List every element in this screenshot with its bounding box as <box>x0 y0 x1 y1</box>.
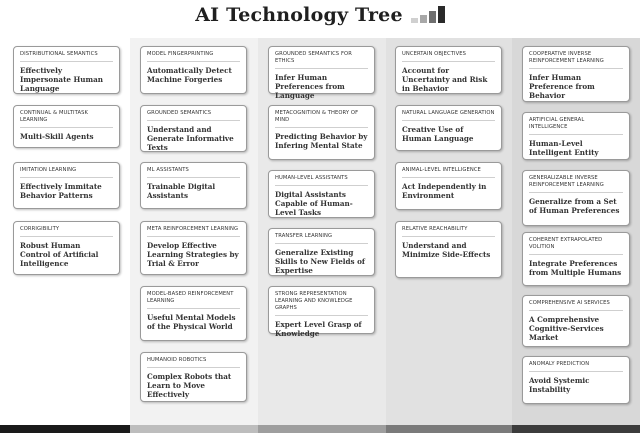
tech-description: Effectively Impersonate Human Language <box>20 66 103 93</box>
tech-description: Account for Uncertainty and Risk in Beha… <box>402 66 488 93</box>
tech-description: Effectively Immitate Behavior Patterns <box>20 182 102 200</box>
tech-card[interactable]: Anomaly PredictionAvoid Systemic Instabi… <box>522 356 630 404</box>
tech-description: Human-Level Intelligent Entity <box>529 139 599 157</box>
tech-card[interactable]: Coherent Extrapolated VolitionIntegrate … <box>522 232 630 286</box>
tech-card[interactable]: Artificial General IntelligenceHuman-Lev… <box>522 112 630 160</box>
column-footer-bar <box>512 425 640 433</box>
tech-description: Predicting Behavior by Infering Mental S… <box>275 132 368 150</box>
column-footer-bar <box>258 425 386 433</box>
tech-category: ML Assistants <box>147 167 240 178</box>
tech-description: Understand and Minimize Side-Effects <box>402 241 491 259</box>
tech-card[interactable]: Uncertain ObjectivesAccount for Uncertai… <box>395 46 502 94</box>
column-footer-bar <box>0 425 130 433</box>
tech-category: Uncertain Objectives <box>402 51 495 62</box>
tech-category: Humanoid Robotics <box>147 357 240 368</box>
tech-description: Trainable Digital Assistants <box>147 182 216 200</box>
tech-description: Creative Use of Human Language <box>402 125 474 143</box>
tech-category: Model-Based Reinforcement Learning <box>147 291 240 309</box>
bar-chart-icon <box>410 5 445 23</box>
tech-card[interactable]: Grounded Semantics for EthicsInfer Human… <box>268 46 375 100</box>
tech-category: Model Fingerprinting <box>147 51 240 62</box>
column-footer-bar <box>130 425 258 433</box>
tech-category: Grounded Semantics <box>147 110 240 121</box>
tech-card[interactable]: Human-Level AssistantsDigital Assistants… <box>268 170 375 218</box>
tech-card[interactable]: Model-Based Reinforcement LearningUseful… <box>140 286 247 341</box>
tech-category: Natural Language Generation <box>402 110 495 121</box>
tech-card[interactable]: CorrigibilityRobust Human Control of Art… <box>13 221 120 275</box>
tech-description: Act Independently in Environment <box>402 182 487 200</box>
tech-category: Relative Reachability <box>402 226 495 237</box>
tech-card[interactable]: Meta Reinforcement LearningDevelop Effec… <box>140 221 247 275</box>
tech-category: Continual & Multitask Learning <box>20 110 113 128</box>
tech-description: Develop Effective Learning Strategies by… <box>147 241 239 268</box>
tech-card[interactable]: Generalizable Inverse Reinforcement Lear… <box>522 170 630 226</box>
tech-card[interactable]: Humanoid RoboticsComplex Robots that Lea… <box>140 352 247 402</box>
tech-description: Complex Robots that Learn to Move Effect… <box>147 372 232 399</box>
tech-card[interactable]: Model FingerprintingAutomatically Detect… <box>140 46 247 94</box>
tech-description: Integrate Preferences from Multiple Huma… <box>529 259 622 277</box>
tech-category: Metacognition & Theory of Mind <box>275 110 368 128</box>
tech-category: Corrigibility <box>20 226 113 237</box>
tech-category: Imitation Learning <box>20 167 113 178</box>
page-title: AI Technology Tree <box>195 4 403 26</box>
tech-category: Cooperative Inverse Reinforcement Learni… <box>529 51 623 69</box>
tech-category: Comprehensive AI Services <box>529 300 623 311</box>
tech-description: Infer Human Preference from Behavior <box>529 73 595 100</box>
tech-description: Generalize Existing Skills to New Fields… <box>275 248 365 275</box>
tech-category: Artificial General Intelligence <box>529 117 623 135</box>
tech-category: Animal-Level Intelligence <box>402 167 495 178</box>
tech-card[interactable]: ML AssistantsTrainable Digital Assistant… <box>140 162 247 209</box>
tech-description: Digital Assistants Capable of Human-Leve… <box>275 190 353 217</box>
tech-category: Human-Level Assistants <box>275 175 368 186</box>
tech-description: Avoid Systemic Instability <box>529 376 590 394</box>
tech-description: Multi-Skill Agents <box>20 132 94 141</box>
tech-category: Generalizable Inverse Reinforcement Lear… <box>529 175 623 193</box>
tech-card[interactable]: Distributional SemanticsEffectively Impe… <box>13 46 120 94</box>
tech-card[interactable]: Strong Representation Learning and Knowl… <box>268 286 375 338</box>
tech-description: Expert Level Grasp of Knowledge <box>275 320 362 338</box>
tech-category: Coherent Extrapolated Volition <box>529 237 623 255</box>
tech-description: A Comprehensive Cognitive-Services Marke… <box>529 315 604 342</box>
tech-category: Meta Reinforcement Learning <box>147 226 240 237</box>
tech-card[interactable]: Imitation LearningEffectively Immitate B… <box>13 162 120 209</box>
tech-description: Automatically Detect Machine Forgeries <box>147 66 232 84</box>
tech-description: Understand and Generate Informative Text… <box>147 125 234 152</box>
tech-card[interactable]: Comprehensive AI Services A Comprehensive… <box>522 295 630 347</box>
tech-category: Grounded Semantics for Ethics <box>275 51 368 69</box>
tech-card[interactable]: Metacognition & Theory of MindPredicting… <box>268 105 375 160</box>
tech-description: Generalize from a Set of Human Preferenc… <box>529 197 620 215</box>
tech-category: Strong Representation Learning and Knowl… <box>275 291 368 316</box>
tech-category: Anomaly Prediction <box>529 361 623 372</box>
column-footer-bar <box>386 425 512 433</box>
tech-card[interactable]: Animal-Level IntelligenceAct Independent… <box>395 162 502 210</box>
tech-card[interactable]: Relative ReachabilityUnderstand and Mini… <box>395 221 502 278</box>
tech-card[interactable]: Natural Language GenerationCreative Use … <box>395 105 502 151</box>
tech-category: Distributional Semantics <box>20 51 113 62</box>
tech-card[interactable]: Transfer LearningGeneralize Existing Ski… <box>268 228 375 276</box>
tech-description: Robust Human Control of Artificial Intel… <box>20 241 99 268</box>
tech-category: Transfer Learning <box>275 233 368 244</box>
tech-description: Useful Mental Models of the Physical Wor… <box>147 313 236 331</box>
tech-description: Infer Human Preferences from Language <box>275 73 345 100</box>
tech-card[interactable]: Grounded SemanticsUnderstand and Generat… <box>140 105 247 152</box>
tech-card[interactable]: Cooperative Inverse Reinforcement Learni… <box>522 46 630 102</box>
page-title-wrap: AI Technology Tree <box>0 4 640 26</box>
tech-card[interactable]: Continual & Multitask LearningMulti-Skil… <box>13 105 120 148</box>
